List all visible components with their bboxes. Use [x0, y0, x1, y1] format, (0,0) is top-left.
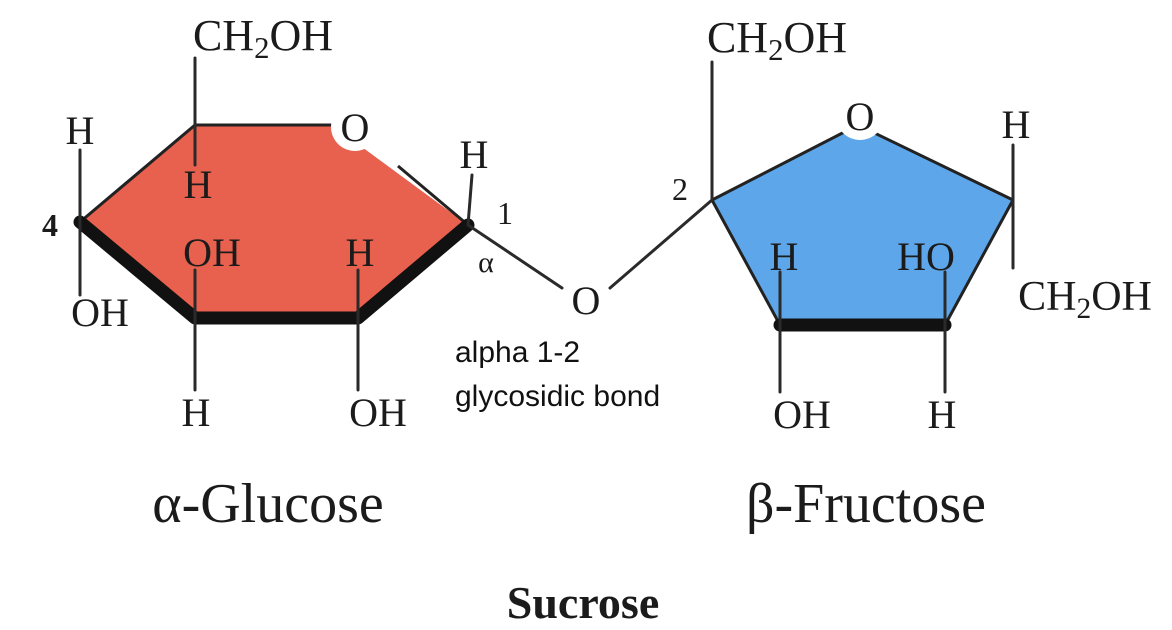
- fructose-bonds: [710, 60, 1015, 394]
- bond-label-line1: alpha 1-2: [455, 336, 580, 369]
- glucose-name: α-Glucose: [152, 473, 384, 535]
- glucose-c1-number: 1: [497, 195, 513, 231]
- fructose-c3-h-label: H: [770, 234, 799, 279]
- fructose-top-ch2oh-label: CH2OH: [707, 13, 847, 67]
- glucose-labels: CH2OH O H 4 H OH H OH H OH H 1 α: [42, 11, 513, 435]
- fructose-ring: [710, 123, 1015, 332]
- glucose-c2-h-inner-label: H: [346, 230, 375, 275]
- glucose-c3-oh-inner-label: OH: [183, 230, 241, 275]
- glucose-c1-h-label: H: [460, 132, 489, 177]
- fructose-ring-right-edge: [943, 199, 1015, 326]
- glucose-ring-fill: [80, 125, 468, 318]
- glucose-ring: [73, 123, 475, 325]
- glucose-ring-right-edge: [397, 164, 469, 227]
- glucose-c5-h-label: H: [184, 162, 213, 207]
- fructose-ring-oxygen-halo: [836, 92, 884, 140]
- glucose-c4-h-label: H: [66, 108, 95, 153]
- glucose-c3-h-label: H: [182, 390, 211, 435]
- glucose-bonds: [78, 56, 474, 392]
- fructose-ring-left-edge: [710, 199, 782, 326]
- fructose-labels: CH2OH O 2 H CH2OH H HO OH H: [672, 13, 1152, 437]
- glucose-ring-oxygen-label: O: [341, 105, 370, 150]
- glucose-ring-front-edges: [73, 215, 475, 325]
- glucose-c2-oh-label: OH: [349, 390, 407, 435]
- fructose-ring-fill: [712, 125, 1013, 325]
- glucose-c4-oh-label: OH: [71, 290, 129, 335]
- fructose-name: β-Fructose: [746, 473, 986, 535]
- fructose-ring-oxygen-label: O: [846, 94, 875, 139]
- glucose-ring-oxygen-halo: [331, 103, 379, 151]
- glycosidic-oxygen-label: O: [572, 278, 601, 323]
- fructose-right-ch2oh-label: CH2OH: [1018, 274, 1152, 325]
- glucose-alpha-label: α: [478, 246, 494, 279]
- fructose-right-h-label: H: [1002, 102, 1031, 147]
- fructose-c4-ho-label: HO: [897, 234, 955, 279]
- bridge-labels: O alpha 1-2 glycosidic bond: [455, 278, 660, 413]
- c1-oxygen-bond: [466, 223, 564, 290]
- glucose-c4-number: 4: [42, 207, 58, 243]
- glucose-c1-h-bond: [466, 173, 474, 227]
- fructose-c2-number: 2: [672, 171, 688, 207]
- fructose-c4-h-label: H: [928, 392, 957, 437]
- fructose-c3-oh-label: OH: [773, 392, 831, 437]
- diagram-title: Sucrose: [507, 577, 660, 628]
- glycosidic-linkage: [466, 198, 714, 290]
- oxygen-c2-bond: [608, 198, 714, 290]
- glucose-ch2oh-label: CH2OH: [193, 11, 333, 65]
- bond-label-line2: glycosidic bond: [455, 380, 660, 413]
